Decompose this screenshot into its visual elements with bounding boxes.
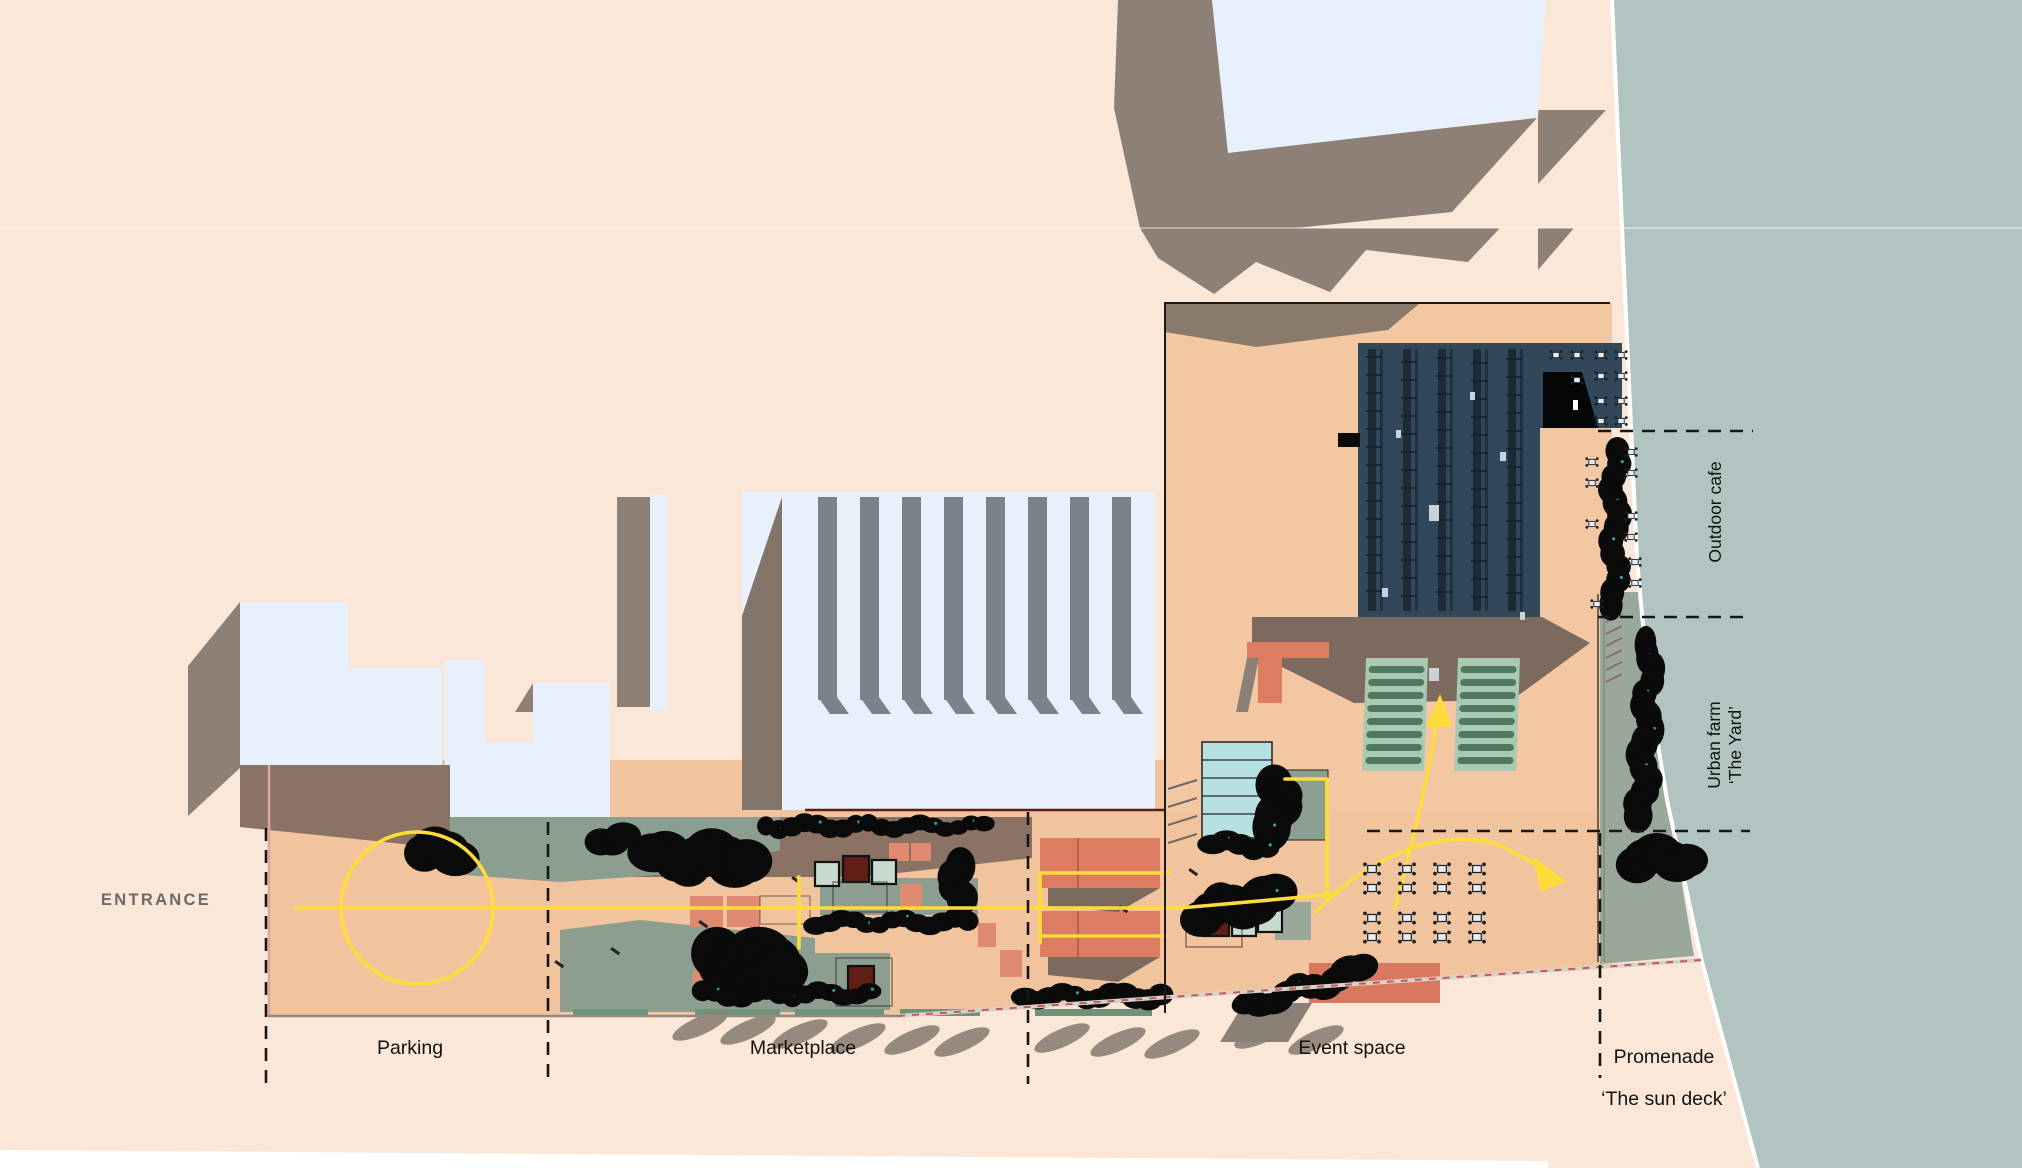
zone-label-parking: Parking xyxy=(376,1037,444,1059)
tables xyxy=(1363,350,1642,944)
north-building xyxy=(1212,0,1546,153)
market-hall xyxy=(1338,343,1622,681)
salmon-canopies xyxy=(690,642,1440,1042)
urban-farm-line2: ‘The Yard’ xyxy=(1725,705,1745,785)
zone-label-urban-farm: Urban farm ‘The Yard’ xyxy=(1704,670,1748,820)
event-arrow-path xyxy=(1314,837,1546,914)
zone-divider-lines xyxy=(264,429,1753,1084)
zone-label-promenade: Promenade ‘The sun deck’ xyxy=(1554,1026,1774,1110)
arrowhead-right xyxy=(1533,857,1566,892)
zone-label-outdoor-cafe: Outdoor cafe xyxy=(1705,461,1725,563)
zone-label-event-space: Event space xyxy=(1298,1037,1406,1059)
circulation-routes xyxy=(294,694,1566,986)
entrance-axis xyxy=(294,892,1339,910)
west-buildings xyxy=(188,495,667,1016)
tree-shadows xyxy=(672,1011,1344,1059)
sawtooth-building xyxy=(742,492,1165,812)
entrance-label: ENTRANCE xyxy=(100,891,212,909)
urban-farm-line1: Urban farm xyxy=(1704,701,1724,789)
promenade-line1: Promenade xyxy=(1613,1046,1715,1068)
promenade-line2: ‘The sun deck’ xyxy=(1601,1088,1727,1110)
urban-farm-beds xyxy=(1362,658,1520,771)
water xyxy=(1612,0,2022,1168)
site-boundaries xyxy=(0,227,2022,1168)
parcel-outline xyxy=(1164,302,1610,1013)
arrowhead-up xyxy=(1426,694,1452,728)
zone-label-marketplace: Marketplace xyxy=(749,1037,857,1059)
trees xyxy=(404,436,1709,1017)
people-marks xyxy=(554,868,1199,969)
